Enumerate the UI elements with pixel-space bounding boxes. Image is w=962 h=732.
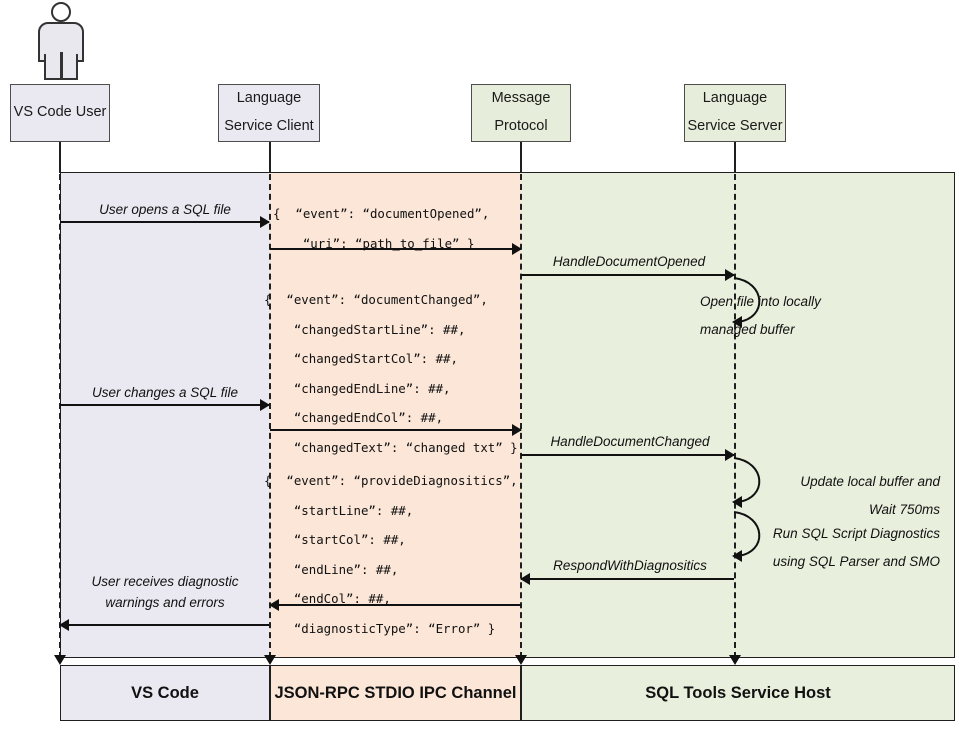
footer-cell-json-rpc-stdio-ipc-channel[interactable]: JSON-RPC STDIO IPC Channel: [270, 665, 521, 721]
message-arrow-document-changed-to-protocol: [270, 424, 522, 436]
message-arrow-diagnositics-to-client: [269, 599, 521, 611]
note-run-sql-script-diagnostics: Run SQL Script Diagnostics using SQL Par…: [772, 526, 940, 569]
arrowhead-icon: [512, 424, 522, 436]
lifeline-stub-language-service-server: [734, 142, 736, 173]
message-arrow-user-opens-sql-file: [60, 216, 270, 228]
participant-box-message-protocol[interactable]: Message Protocol: [471, 84, 571, 142]
arrowhead-icon: [725, 269, 735, 281]
vs-code-user-actor-icon: [36, 2, 88, 80]
lifeline-message-protocol: [520, 174, 522, 658]
service-host-swimlane-band: [521, 172, 955, 658]
message-arrow-handle-document-opened: [521, 269, 735, 281]
arrowhead-icon: [59, 619, 69, 631]
self-loop-arrow-run-diagnostics: [732, 511, 761, 562]
self-loop-arrow-update-buffer: [732, 457, 761, 508]
participant-box-language-service-client[interactable]: Language Service Client: [218, 84, 320, 142]
lifeline-end-arrow-language-service-server: [729, 655, 741, 665]
message-arrow-user-changes-sql-file: [60, 399, 270, 411]
footer-label: SQL Tools Service Host: [645, 683, 831, 702]
participant-label-line1: VS Code User: [13, 104, 107, 121]
lifeline-language-service-client: [269, 174, 271, 658]
message-label-handle-document-changed: HandleDocumentChanged: [550, 434, 710, 449]
message-label-user-opens-sql-file: User opens a SQL file: [99, 202, 231, 217]
participant-label-line1: Message: [491, 90, 551, 107]
arrowhead-icon: [260, 216, 270, 228]
footer-label: JSON-RPC STDIO IPC Channel: [274, 683, 517, 702]
actor-head-icon: [51, 2, 71, 22]
participant-label-line2: Protocol: [494, 118, 548, 134]
lifeline-vs-code-user: [59, 174, 61, 658]
lifeline-end-arrow-language-service-client: [264, 655, 276, 665]
participant-box-vs-code-user[interactable]: VS Code User: [10, 84, 110, 142]
message-arrow-handle-document-changed: [521, 449, 735, 461]
message-arrow-user-receives-diagnostics: [59, 619, 269, 631]
message-arrow-respond-with-diagnositics: [520, 573, 734, 585]
arrowhead-icon: [512, 243, 522, 255]
participant-label-line2: Service Server: [687, 118, 783, 134]
message-label-user-receives-diagnostics: User receives diagnostic warnings and er…: [91, 574, 239, 610]
actor-leg-divider-icon: [60, 52, 63, 80]
message-label-user-changes-sql-file: User changes a SQL file: [91, 385, 239, 400]
arrowhead-icon: [269, 599, 279, 611]
lifeline-end-arrow-message-protocol: [515, 655, 527, 665]
lifeline-stub-vs-code-user: [59, 142, 61, 173]
footer-cell-sql-tools-service-host[interactable]: SQL Tools Service Host: [521, 665, 955, 721]
lifeline-stub-message-protocol: [520, 142, 522, 173]
message-arrow-document-opened-to-protocol: [270, 243, 522, 255]
vs-code-swimlane-band: [60, 172, 270, 658]
arrowhead-icon: [260, 399, 270, 411]
participant-label-line1: Language: [236, 90, 302, 107]
note-open-file-into-buffer: Open file into locally managed buffer: [700, 294, 821, 337]
json-payload-document-changed: { “event”: “documentChanged”, “changedSt…: [264, 292, 518, 455]
lifeline-stub-language-service-client: [269, 142, 271, 173]
arrowhead-icon: [725, 449, 735, 461]
json-payload-document-opened: { “event”: “documentOpened”, “uri”: “pat…: [273, 206, 490, 251]
arrowhead-icon: [520, 573, 530, 585]
participant-box-language-service-server[interactable]: Language Service Server: [684, 84, 786, 142]
participant-label-line2: Service Client: [224, 118, 314, 134]
self-loop-arrow-open-file: [732, 277, 761, 328]
ipc-swimlane-band: [270, 172, 521, 658]
footer-cell-vs-code[interactable]: VS Code: [60, 665, 270, 721]
message-label-respond-with-diagnositics: RespondWithDiagnositics: [553, 558, 707, 573]
lifeline-end-arrow-vs-code-user: [54, 655, 66, 665]
footer-label: VS Code: [131, 683, 199, 702]
participant-label-line1: Language: [702, 90, 768, 107]
message-label-handle-document-opened: HandleDocumentOpened: [552, 254, 706, 269]
json-payload-provide-diagnositics: { “event”: “provideDiagnositics”, “start…: [264, 473, 518, 636]
lifeline-language-service-server: [734, 174, 736, 658]
note-update-buffer-wait: Update local buffer and Wait 750ms: [800, 474, 940, 517]
